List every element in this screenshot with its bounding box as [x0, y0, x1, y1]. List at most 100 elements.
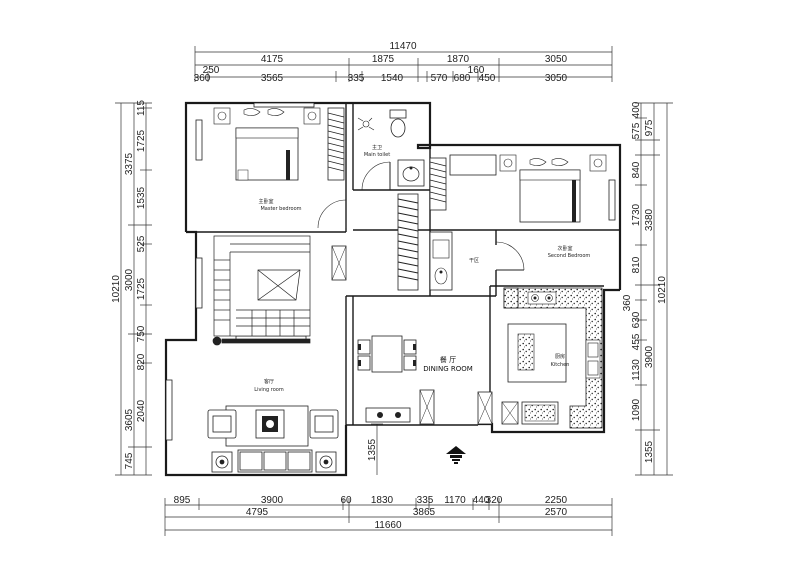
dim-label: 745	[124, 452, 135, 469]
dim-label: 2040	[136, 399, 147, 422]
dim-label: 60	[340, 495, 352, 506]
dim-label: 3000	[124, 268, 135, 291]
dim-label: 3900	[644, 345, 655, 368]
dim-label: 1090	[631, 398, 642, 421]
bottom-dim-labels: 895 3900 60 1830 335 1170 440 320 2250 4…	[174, 495, 568, 531]
internal-dimension: 1355	[367, 423, 383, 475]
room-label-cn: 主卧室	[258, 198, 273, 205]
sofa	[237, 449, 313, 473]
corridor: 干区	[397, 193, 479, 291]
room-label-en: Living room	[254, 387, 284, 393]
nightstand	[303, 107, 321, 125]
room-label-cn: 次卧室	[557, 245, 572, 252]
dim-label: 975	[644, 119, 655, 136]
room-label-cn: 餐 厅	[440, 355, 456, 364]
room-label-en: Second Bedroom	[548, 253, 591, 259]
room-label-cn: 厨房	[555, 353, 565, 360]
interior-walls	[196, 103, 620, 425]
dim-label: 575	[631, 122, 642, 139]
dim-label: 2570	[545, 507, 568, 518]
dim-label: 680	[454, 73, 471, 84]
dim-label: 570	[431, 73, 448, 84]
room-label-cn: 干区	[469, 258, 479, 264]
dim-label: 11660	[374, 520, 402, 531]
room-label-cn: 主卫	[372, 144, 382, 151]
dim-label: 1725	[136, 129, 147, 152]
dining-table	[371, 335, 403, 373]
storage-cabinet	[397, 193, 419, 291]
right-dimensions	[635, 102, 673, 476]
left-dim-labels: 10210 3375 3000 3605 745 115 1725 1535 5…	[111, 100, 147, 470]
dim-label: 2250	[545, 495, 568, 506]
toilet-icon	[390, 118, 406, 138]
dim-label: 1535	[136, 186, 147, 209]
dim-label: 3565	[261, 73, 284, 84]
room-label-en: Kitchen	[551, 362, 570, 368]
bottom-dimensions	[164, 498, 613, 536]
dim-label: 1355	[644, 440, 655, 463]
kitchen: 厨房 Kitchen	[477, 287, 603, 429]
dim-label: 160	[468, 65, 485, 76]
kitchen-sink-icon	[585, 339, 601, 379]
side-table	[315, 451, 337, 473]
stove-icon	[527, 291, 557, 305]
dim-label: 4175	[261, 54, 284, 65]
dim-label: 360	[194, 73, 211, 84]
dim-label: 3050	[545, 54, 568, 65]
dim-label: 840	[631, 161, 642, 178]
dining-room: 餐 厅 DINING ROOM	[357, 335, 473, 425]
nightstand	[589, 154, 607, 172]
entrance-marker-icon	[446, 446, 466, 464]
dim-label: 320	[486, 495, 503, 506]
room-label-cn: 客厅	[264, 378, 274, 385]
armchair	[309, 409, 339, 439]
top-dim-labels: 11470 4175 1875 1870 3050 250 160 360 35…	[194, 41, 568, 84]
dim-label: 440	[473, 495, 490, 506]
bed-blanket	[286, 150, 290, 180]
dry-area-vanity	[429, 231, 453, 291]
dim-label: 810	[631, 256, 642, 273]
master-bedroom: 主卧室 Master bedroom	[213, 107, 347, 229]
dim-label: 1725	[136, 277, 147, 300]
dim-label: 1830	[371, 495, 394, 506]
shower-icon	[357, 117, 375, 131]
main-toilet: 主卫 Main toilet	[357, 109, 425, 191]
left-dimensions	[115, 102, 152, 476]
dim-label: 400	[631, 101, 642, 118]
dim-label: 750	[136, 325, 147, 342]
dim-label: 11470	[389, 41, 417, 52]
dim-label: 630	[631, 311, 642, 328]
nightstand	[213, 107, 231, 125]
dim-label: 360	[622, 294, 633, 311]
staircase	[212, 235, 311, 346]
second-bedroom: 次卧室 Second Bedroom	[429, 154, 607, 271]
dim-label: 3900	[261, 495, 284, 506]
dim-label: 4795	[246, 507, 269, 518]
pillows	[243, 108, 285, 116]
room-label-en: Master bedroom	[260, 206, 301, 212]
dim-label: 1540	[381, 73, 404, 84]
dim-label: 525	[136, 235, 147, 252]
armchair	[207, 409, 237, 439]
side-table	[211, 451, 233, 473]
sink-icon	[397, 159, 425, 187]
dim-label: 820	[136, 353, 147, 370]
dim-label: 1130	[631, 359, 642, 381]
dining-chairs	[357, 339, 417, 371]
dim-label: 3375	[124, 152, 135, 175]
pillows	[529, 158, 569, 166]
dim-label: 1355	[367, 438, 378, 461]
room-label-en: DINING ROOM	[423, 365, 473, 373]
sideboard	[365, 407, 411, 423]
dim-label: 10210	[111, 275, 122, 303]
dim-label: 1875	[372, 54, 395, 65]
dim-label: 455	[631, 333, 642, 350]
dim-label: 250	[203, 65, 220, 76]
door-swing	[317, 199, 347, 229]
door-swing	[361, 161, 391, 191]
nightstand	[499, 154, 517, 172]
dim-label: 335	[348, 73, 365, 84]
dim-label: 450	[479, 73, 496, 84]
dim-label: 1870	[447, 54, 470, 65]
